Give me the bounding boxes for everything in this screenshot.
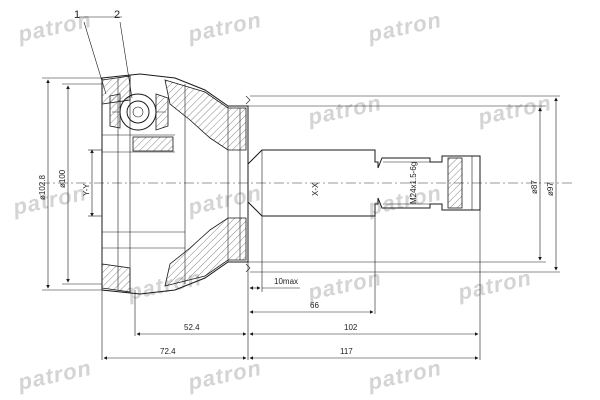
watermark-text: patron (365, 7, 444, 47)
callout-leaders: 1 2 (74, 9, 133, 99)
dim-d87: ø87 (530, 180, 539, 194)
watermark-text: patron (185, 7, 264, 47)
dim-d100: ø100 (58, 169, 67, 188)
watermark-text: patron (15, 355, 94, 395)
watermark-text: patron (185, 180, 264, 220)
right-diameter-dimensions: ø97 ø87 (248, 95, 560, 273)
watermark-text: patron (365, 355, 444, 395)
dim-72-4: 72.4 (160, 347, 176, 356)
watermark-text: patron (185, 355, 264, 395)
shaft-annotations: X-X M24x1.5-6g (311, 162, 418, 204)
watermark-text: patron (455, 265, 534, 305)
watermark-text: patron (10, 180, 89, 220)
callout-2: 2 (114, 9, 120, 21)
watermark-text: patron (365, 180, 444, 220)
dim-y-axis: Y-Y (82, 183, 91, 196)
dim-10max: 10max (274, 277, 298, 286)
callout-1: 1 (74, 9, 80, 21)
dim-x-axis: X-X (311, 182, 320, 196)
dim-52-4: 52.4 (184, 323, 200, 332)
watermark-text: patron (305, 265, 384, 305)
joint-shaft (247, 149, 481, 217)
dim-thread: M24x1.5-6g (409, 162, 418, 204)
dim-66: 66 (310, 301, 319, 310)
ball-cage (109, 93, 169, 131)
dim-102: 102 (344, 323, 358, 332)
dim-d97: ø97 (546, 182, 555, 196)
left-diameter-dimensions: ø102.8 ø100 Y-Y (38, 77, 102, 291)
watermark-text: patron (15, 7, 94, 47)
dim-d102-8: ø102.8 (38, 175, 47, 200)
length-dimensions: 10max 66 52.4 102 72.4 117 (101, 210, 481, 360)
dim-117: 117 (340, 347, 353, 356)
joint-housing (101, 73, 251, 295)
